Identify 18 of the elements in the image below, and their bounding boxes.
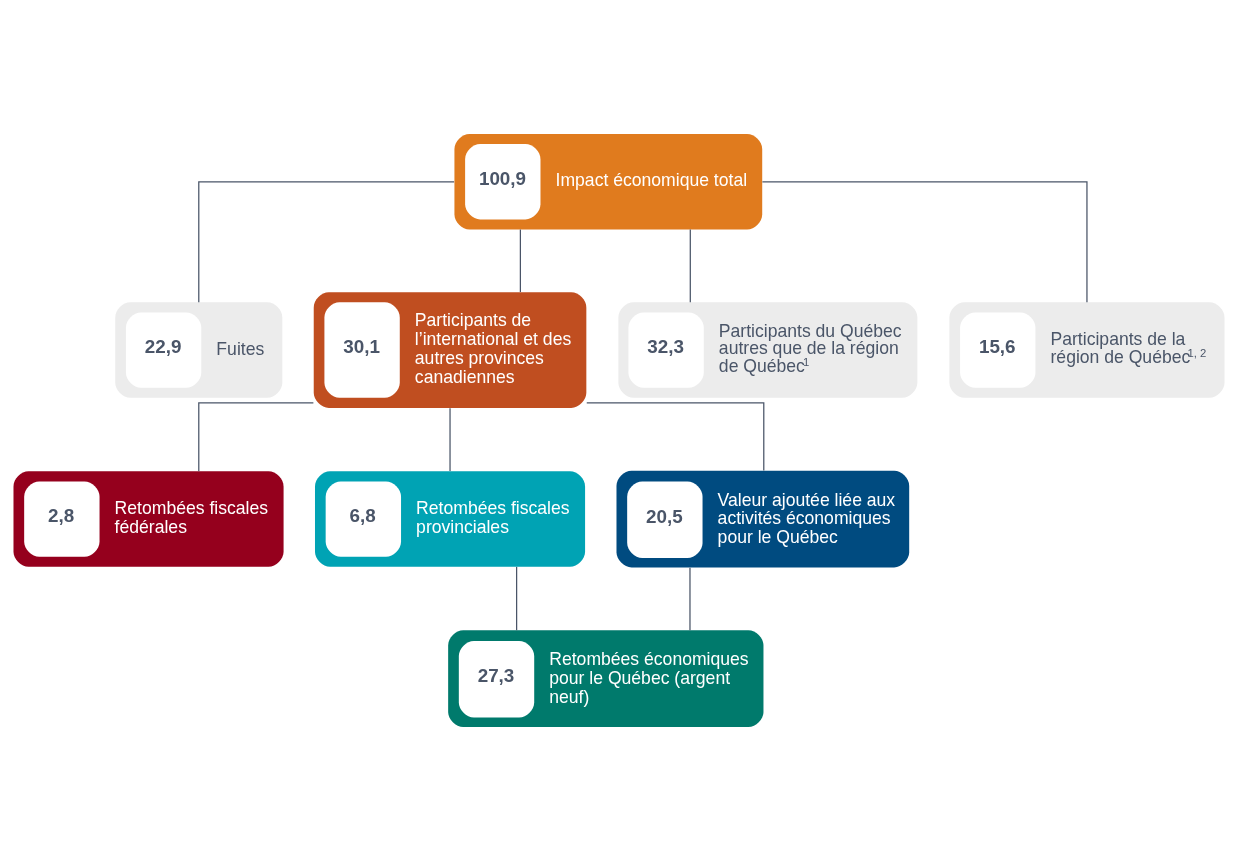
connector xyxy=(198,181,455,303)
connector xyxy=(519,228,521,293)
node-box: 2,8 Retombées fiscales fédérales xyxy=(13,471,284,567)
node-box: 30,1 Participants de l’international et des autres provinces canadiennes xyxy=(313,292,587,408)
connector xyxy=(689,228,691,303)
node-box: 20,5 Valeur ajoutée liée aux activités économiques pour le Québec xyxy=(616,470,910,568)
node-box: 6,8 Retombées fiscales provinciales xyxy=(315,471,586,567)
node-box: 22,9 Fuites xyxy=(115,302,283,398)
node-box: 15,6 Participants de la région de Québec$^{1, 2}$ xyxy=(949,302,1225,398)
node-box: 27,3 Retombées économiques pour le Québec (argent neuf) xyxy=(448,630,764,727)
connector xyxy=(761,181,1088,303)
node-box: 100,9 Impact économique total xyxy=(454,134,763,230)
connector xyxy=(198,402,314,472)
connector xyxy=(689,567,691,631)
connector xyxy=(516,566,518,631)
connector xyxy=(449,407,451,472)
connector xyxy=(586,402,765,472)
node-box: 32,3 Participants du Québec autres que de la région de Québec$^{1}$ xyxy=(618,302,918,398)
